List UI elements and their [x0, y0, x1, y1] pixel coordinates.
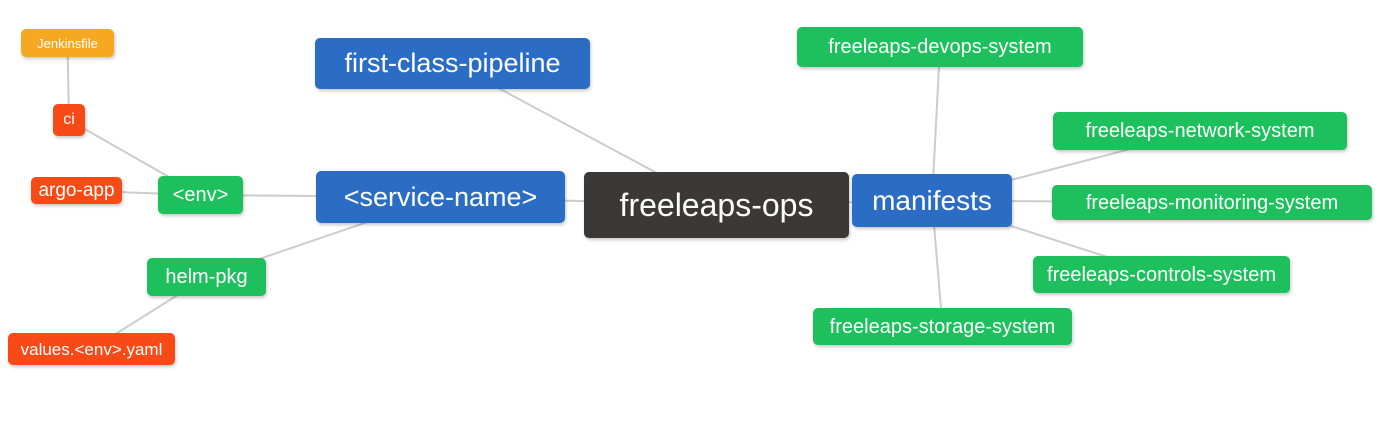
node-argo-app[interactable]: argo-app: [31, 177, 122, 204]
node-values-env-yaml[interactable]: values.<env>.yaml: [8, 333, 175, 365]
node-env[interactable]: <env>: [158, 176, 243, 214]
node-first-class-pipeline[interactable]: first-class-pipeline: [315, 38, 590, 89]
node-helm-pkg[interactable]: helm-pkg: [147, 258, 266, 296]
node-monitoring-system[interactable]: freeleaps-monitoring-system: [1052, 185, 1372, 220]
node-ci[interactable]: ci: [53, 104, 85, 136]
node-jenkinsfile[interactable]: Jenkinsfile: [21, 29, 114, 57]
node-controls-system[interactable]: freeleaps-controls-system: [1033, 256, 1290, 293]
node-freeleaps-ops[interactable]: freeleaps-ops: [584, 172, 849, 238]
node-devops-system[interactable]: freeleaps-devops-system: [797, 27, 1083, 67]
node-service-name[interactable]: <service-name>: [316, 171, 565, 223]
node-network-system[interactable]: freeleaps-network-system: [1053, 112, 1347, 150]
node-manifests[interactable]: manifests: [852, 174, 1012, 227]
node-storage-system[interactable]: freeleaps-storage-system: [813, 308, 1072, 345]
